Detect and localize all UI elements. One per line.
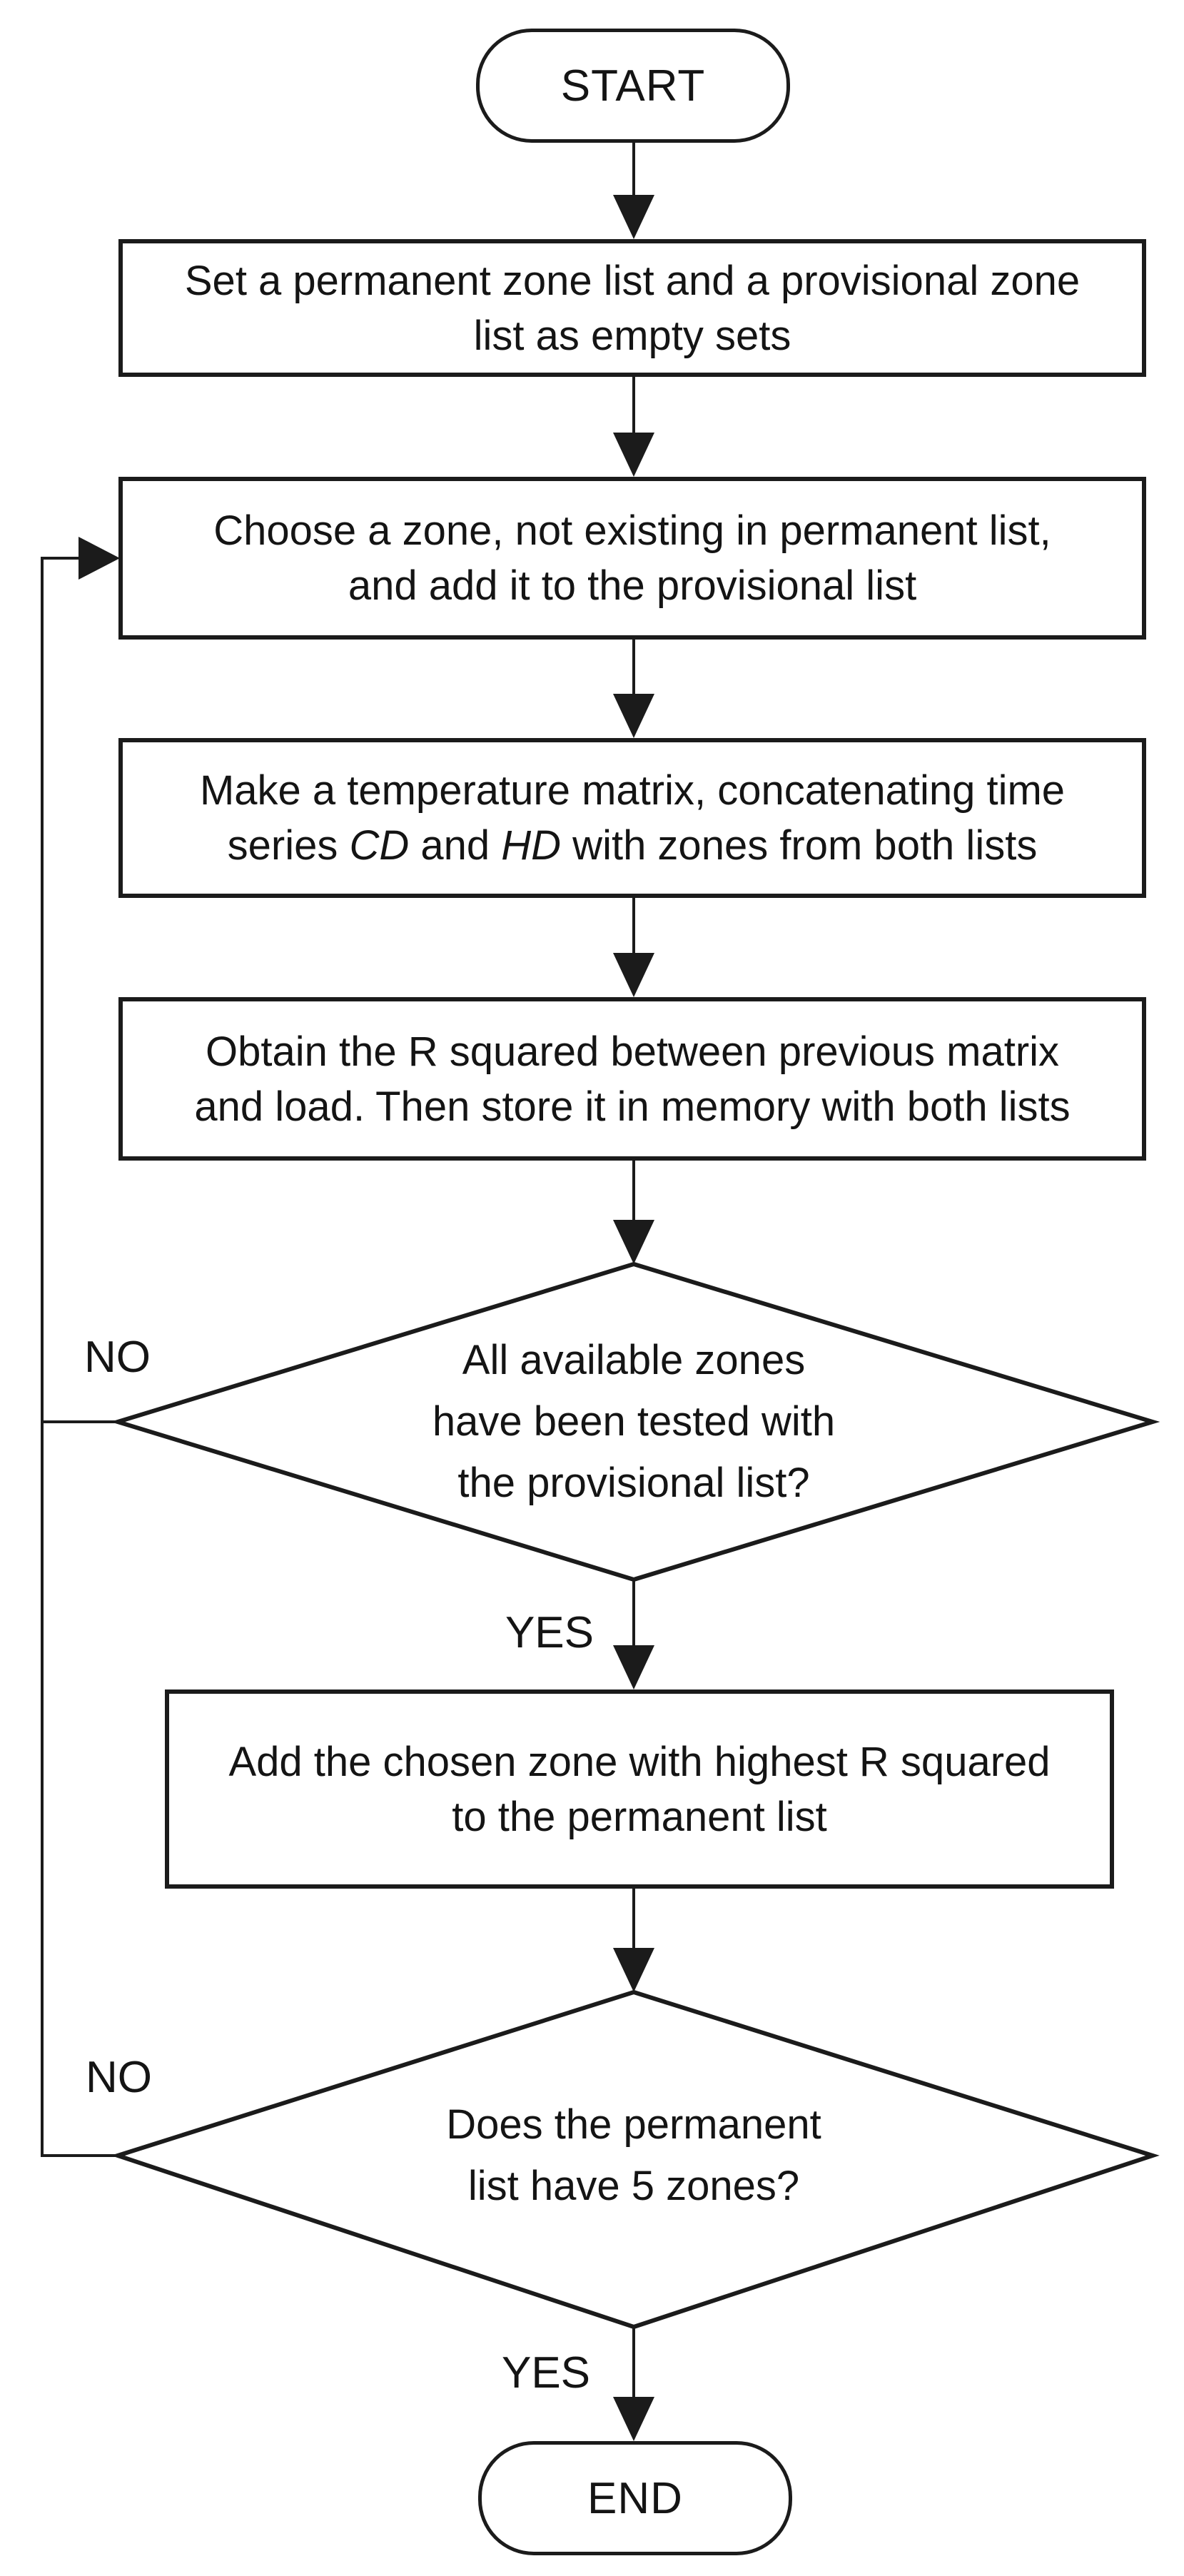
arrowhead-into-init <box>613 195 654 239</box>
arrowhead-into-decision2 <box>613 1948 654 1992</box>
step-matrix-line2: series CD and HD with zones from both li… <box>227 822 1038 869</box>
arrowhead-into-decision1 <box>613 1220 654 1264</box>
step-choose-line2: and add it to the provisional list <box>348 562 917 609</box>
arrowhead-feedback-into-choose <box>79 537 120 580</box>
decision-all-tested-line1: All available zones <box>462 1337 806 1383</box>
start-label: START <box>560 61 706 111</box>
step-rsquared-line2: and load. Then store it in memory with b… <box>194 1083 1071 1130</box>
step-choose-box: Choose a zone, not existing in permanent… <box>118 477 1146 640</box>
start-terminator: START <box>476 29 790 143</box>
step-add-line1: Add the chosen zone with highest R squar… <box>228 1738 1051 1785</box>
yes-label-all-tested: YES <box>505 1608 594 1657</box>
no-label-all-tested: NO <box>84 1333 151 1382</box>
decision-all-tested-text: All available zones have been tested wit… <box>206 1330 1062 1514</box>
step-init-box: Set a permanent zone list and a provisio… <box>118 239 1146 377</box>
decision-all-tested-line2: have been tested with <box>432 1398 836 1445</box>
step-choose-line1: Choose a zone, not existing in permanent… <box>213 507 1051 554</box>
step-add-line2: to the permanent list <box>452 1793 827 1840</box>
cd-series-italic: CD <box>349 822 410 869</box>
decision-five-zones-shape <box>111 1989 1160 2330</box>
decision-all-tested-shape <box>110 1261 1160 1582</box>
feedback-no-path <box>41 557 120 2157</box>
decision-five-zones-line2: list have 5 zones? <box>467 2163 800 2209</box>
arrowhead-into-end <box>613 2397 654 2441</box>
end-terminator: END <box>478 2441 792 2555</box>
arrowhead-into-rsquared <box>613 953 654 997</box>
arrowhead-into-choose <box>613 433 654 477</box>
no-label-five-zones: NO <box>86 2053 152 2102</box>
end-label: END <box>587 2473 683 2523</box>
step-init-line1: Set a permanent zone list and a provisio… <box>184 257 1081 304</box>
decision-all-tested-line3: the provisional list? <box>457 1460 810 1506</box>
step-matrix-box: Make a temperature matrix, concatenating… <box>118 738 1146 898</box>
arrowhead-into-matrix <box>613 694 654 738</box>
yes-label-five-zones: YES <box>501 2348 591 2398</box>
step-rsquared-box: Obtain the R squared between previous ma… <box>118 997 1146 1161</box>
decision-five-zones-text: Does the permanent list have 5 zones? <box>206 2094 1062 2217</box>
step-matrix-line1: Make a temperature matrix, concatenating… <box>199 767 1066 814</box>
step-init-line2: list as empty sets <box>473 312 791 359</box>
arrowhead-into-add <box>613 1645 654 1689</box>
step-rsquared-line1: Obtain the R squared between previous ma… <box>205 1028 1060 1075</box>
hd-series-italic: HD <box>501 822 562 869</box>
decision-five-zones-line1: Does the permanent <box>446 2101 821 2148</box>
step-add-box: Add the chosen zone with highest R squar… <box>165 1689 1114 1889</box>
